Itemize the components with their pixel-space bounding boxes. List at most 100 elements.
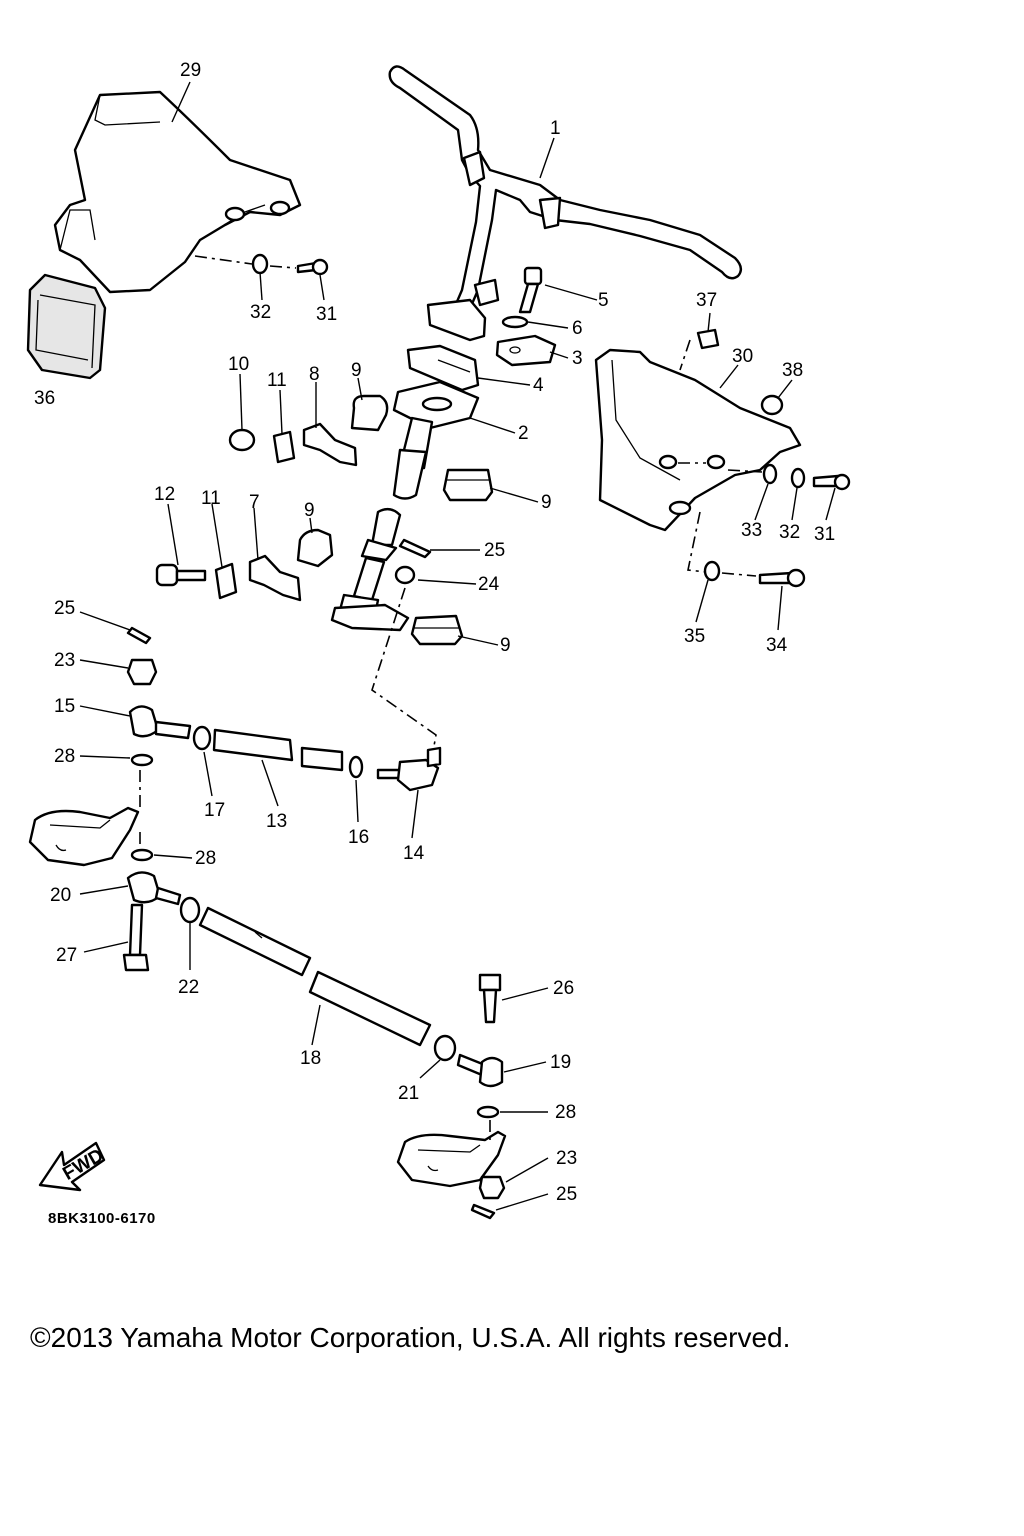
part-steering-arm-lower bbox=[396, 1130, 507, 1188]
part-29-front-cover bbox=[53, 90, 302, 294]
callout-7: 7 bbox=[249, 492, 260, 513]
callout-3: 3 bbox=[572, 348, 583, 369]
callout-1: 1 bbox=[550, 118, 561, 139]
callout-12: 12 bbox=[154, 484, 175, 505]
part-22-nut bbox=[179, 896, 201, 924]
callout-23-bottom: 23 bbox=[556, 1148, 577, 1169]
part-3-clamp bbox=[495, 334, 557, 367]
callout-29: 29 bbox=[180, 60, 201, 81]
callout-32-right: 32 bbox=[779, 522, 800, 543]
part-28-washer-a bbox=[130, 753, 154, 767]
part-30-side-cover bbox=[594, 348, 802, 532]
part-32-washer-top bbox=[251, 253, 269, 275]
callout-14: 14 bbox=[403, 843, 425, 864]
callout-5: 5 bbox=[598, 290, 609, 311]
part-8-bracket bbox=[302, 422, 358, 467]
part-13-tie-rod-upper bbox=[212, 728, 344, 772]
part-9-bushing-a bbox=[350, 394, 389, 432]
callout-11-a: 11 bbox=[267, 370, 287, 391]
callout-17: 17 bbox=[204, 800, 225, 821]
part-9-bushing-b bbox=[442, 468, 494, 502]
callout-9-a: 9 bbox=[351, 360, 362, 381]
part-11-spacer-b bbox=[214, 562, 238, 600]
part-4-holder bbox=[406, 344, 480, 392]
part-34-bolt bbox=[758, 568, 806, 588]
part-9-bushing-c bbox=[296, 528, 334, 568]
callout-9-b: 9 bbox=[541, 492, 552, 513]
callout-9-c: 9 bbox=[304, 500, 315, 521]
part-38-grommet bbox=[760, 394, 784, 416]
callout-16: 16 bbox=[348, 827, 369, 848]
callout-21: 21 bbox=[398, 1083, 419, 1104]
part-25-cotter-pin-left bbox=[126, 626, 152, 645]
part-5-bolt bbox=[518, 266, 543, 314]
part-14-tie-rod-end bbox=[376, 746, 442, 792]
part-1-handlebar bbox=[388, 65, 743, 342]
leader-lines bbox=[79, 81, 836, 1211]
part-steering-arm-upper bbox=[28, 806, 140, 867]
part-23-nut-top bbox=[126, 658, 158, 686]
callout-31-right: 31 bbox=[814, 524, 835, 545]
part-28-washer-b bbox=[130, 848, 154, 862]
callout-24: 24 bbox=[478, 574, 500, 595]
callout-35: 35 bbox=[684, 626, 705, 647]
callout-26: 26 bbox=[553, 978, 574, 999]
callout-30: 30 bbox=[732, 346, 753, 367]
callout-19: 19 bbox=[550, 1052, 571, 1073]
callout-25-bottom: 25 bbox=[556, 1184, 577, 1205]
callout-8: 8 bbox=[309, 364, 320, 385]
part-33-collar bbox=[762, 463, 778, 485]
callout-25-top: 25 bbox=[484, 540, 505, 561]
callout-37: 37 bbox=[696, 290, 717, 311]
callout-38: 38 bbox=[782, 360, 803, 381]
callout-23-top: 23 bbox=[54, 650, 75, 671]
drawing-code: 8BK3100-6170 bbox=[48, 1210, 156, 1227]
part-16-nut bbox=[348, 755, 364, 779]
callout-32-top: 32 bbox=[250, 302, 271, 323]
part-7-bracket bbox=[248, 554, 302, 602]
part-25-cotter-pin-bottom bbox=[470, 1203, 496, 1220]
copyright-notice: ©2013 Yamaha Motor Corporation, U.S.A. A… bbox=[30, 1322, 791, 1353]
part-15-tie-rod-end bbox=[128, 705, 192, 740]
part-36-pad bbox=[26, 273, 107, 380]
part-lower-steering-column bbox=[330, 507, 416, 632]
part-26-bolt bbox=[478, 973, 502, 1024]
callout-2: 2 bbox=[518, 423, 529, 444]
callout-28-b: 28 bbox=[195, 848, 216, 869]
part-31-bolt-top bbox=[296, 258, 329, 276]
part-17-nut bbox=[192, 725, 212, 751]
part-28-washer-c bbox=[476, 1105, 500, 1119]
callout-34: 34 bbox=[766, 635, 788, 656]
callout-36: 36 bbox=[34, 388, 55, 409]
callout-28-c: 28 bbox=[555, 1102, 576, 1123]
callout-10: 10 bbox=[228, 354, 249, 375]
part-9-bushing-d bbox=[410, 614, 464, 646]
part-20-tie-rod-end bbox=[126, 871, 182, 906]
part-32-washer-right bbox=[790, 467, 806, 489]
callout-6: 6 bbox=[572, 318, 583, 339]
callout-33: 33 bbox=[741, 520, 762, 541]
callout-27: 27 bbox=[56, 945, 77, 966]
part-31-bolt-right bbox=[812, 473, 851, 491]
part-2-steering-column bbox=[392, 380, 480, 500]
part-10-grommet bbox=[228, 428, 256, 452]
callout-20: 20 bbox=[50, 885, 71, 906]
callout-25-left: 25 bbox=[54, 598, 75, 619]
steering-parts-diagram: FWD bbox=[26, 60, 851, 1220]
callout-28-a: 28 bbox=[54, 746, 75, 767]
part-6-washer bbox=[501, 315, 529, 329]
callout-13: 13 bbox=[266, 811, 287, 832]
callout-31-top: 31 bbox=[316, 304, 337, 325]
part-35-washer bbox=[703, 560, 721, 582]
callout-9-d: 9 bbox=[500, 635, 511, 656]
part-21-nut bbox=[433, 1034, 457, 1062]
part-25-cotter-pin-top bbox=[398, 538, 432, 559]
callout-labels: 29 1 5 6 3 4 2 9 25 24 9 9 8 11 10 12 11… bbox=[34, 60, 835, 1205]
callout-18: 18 bbox=[300, 1048, 321, 1069]
callout-15: 15 bbox=[54, 696, 75, 717]
part-37-nut bbox=[696, 328, 720, 350]
part-27-bolt bbox=[122, 903, 150, 972]
part-12-bolt bbox=[155, 563, 207, 587]
part-23-nut-bottom bbox=[478, 1175, 506, 1200]
callout-11-b: 11 bbox=[201, 488, 221, 509]
